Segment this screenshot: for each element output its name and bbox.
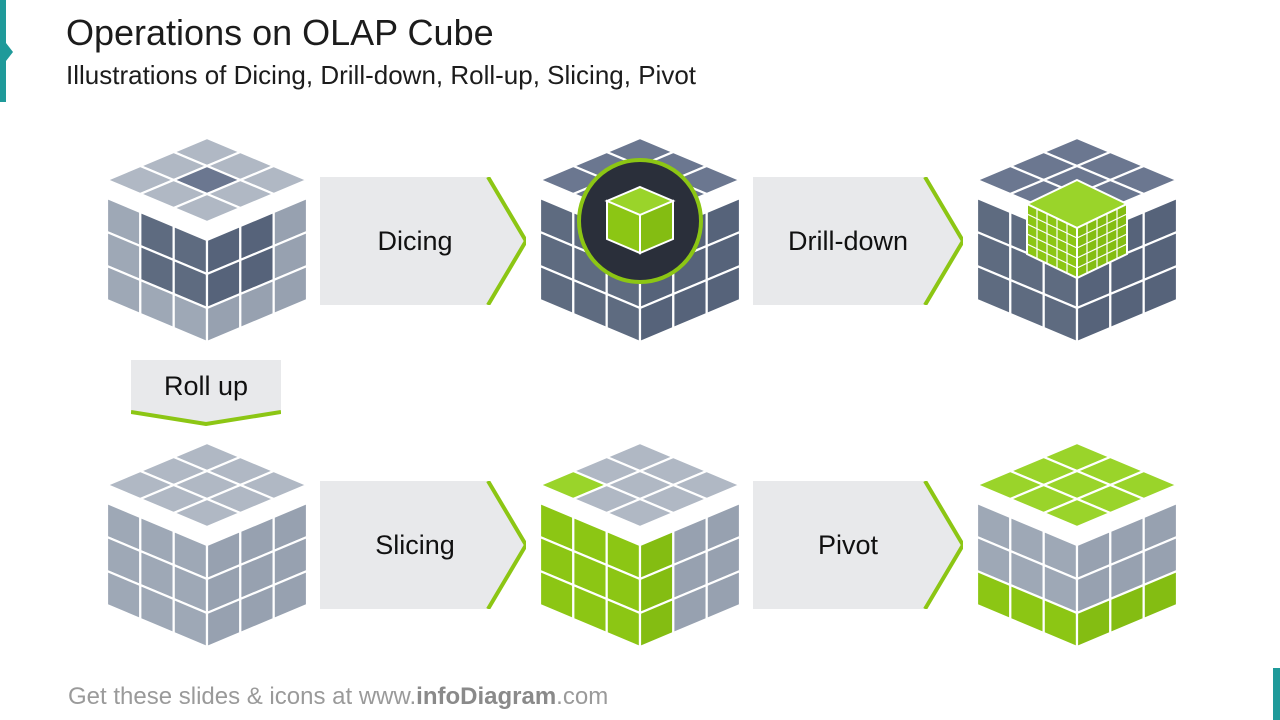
roll-up-arrow: Roll up	[131, 360, 281, 426]
original-cube-icon	[104, 136, 310, 344]
accent-bar	[0, 0, 6, 102]
right-marker	[1273, 668, 1280, 720]
dicing-arrow: Dicing	[320, 177, 526, 305]
drill-grid-line	[1076, 243, 1128, 269]
chevron-arrow-icon	[320, 177, 526, 305]
cube-right-cell	[705, 264, 742, 316]
drill-grid-line	[1026, 233, 1078, 259]
drill-grid-line	[1026, 243, 1078, 269]
chevron-arrow-icon	[131, 360, 281, 426]
pivot-arrow: Pivot	[753, 481, 963, 609]
pivot-label: Pivot	[817, 529, 879, 560]
cube-right-cell	[1142, 569, 1179, 621]
chevron-arrow-icon	[320, 481, 526, 609]
page-subtitle: Illustrations of Dicing, Drill-down, Rol…	[66, 60, 697, 90]
cube-right-cell	[1142, 264, 1179, 316]
cube-top-cell	[170, 192, 244, 224]
rolled-up-cube-icon	[104, 441, 310, 649]
roll-up-label: Roll up	[163, 370, 249, 401]
drill-down-label: Drill-down	[787, 225, 909, 256]
footer: Get these slides & icons at www.infoDiag…	[68, 683, 608, 711]
slicing-label: Slicing	[375, 529, 455, 560]
drilled-cube-icon	[974, 136, 1180, 344]
drill-grid-line	[1026, 223, 1078, 249]
footer-suffix: .com	[556, 683, 609, 710]
drill-grid-line	[1076, 213, 1128, 239]
pivot-cube-icon	[974, 441, 1180, 649]
footer-prefix: Get these slides & icons at www.	[68, 683, 417, 710]
dice-cube-right	[639, 199, 674, 255]
chevron-arrow-icon	[753, 481, 963, 609]
drill-grid-line	[1076, 233, 1128, 259]
cube-right-cell	[272, 569, 309, 621]
dicing-label: Dicing	[377, 225, 453, 256]
drill-grid-line	[1076, 223, 1128, 249]
slicing-arrow: Slicing	[320, 481, 526, 609]
drill-right	[1076, 202, 1128, 280]
cube-right-cell	[272, 264, 309, 316]
chevron-arrow-icon	[753, 177, 963, 305]
cube-top-cell	[170, 497, 244, 529]
page-title: Operations on OLAP Cube	[66, 12, 494, 53]
cube-right-cell	[705, 569, 742, 621]
drill-grid-line	[1026, 213, 1078, 239]
drill-down-arrow: Drill-down	[753, 177, 963, 305]
footer-brand: infoDiagram	[416, 683, 557, 710]
sliced-cube-icon	[537, 441, 743, 649]
accent-notch	[6, 43, 13, 61]
cube-top-cell	[603, 497, 677, 529]
cube-top-cell	[1040, 497, 1114, 529]
diced-cube-icon	[537, 136, 743, 344]
